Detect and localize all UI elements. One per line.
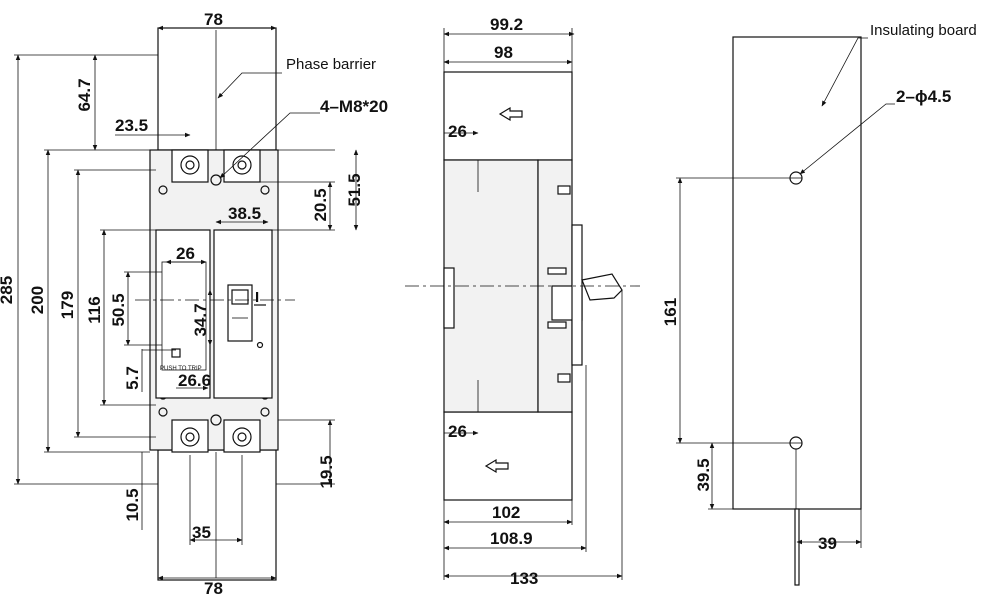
push-to-trip-button[interactable] xyxy=(171,348,181,358)
insulating-board xyxy=(732,36,862,510)
terminal-upper-right xyxy=(223,149,261,183)
dim-overall-depth: 133 xyxy=(510,569,538,588)
dim-terminal-right-total: 51.5 xyxy=(345,173,364,206)
upper-phase-barrier xyxy=(157,27,277,151)
dim-terminal-spacing: 23.5 xyxy=(115,116,148,135)
handle-side[interactable] xyxy=(581,273,623,301)
dim-window-height: 116 xyxy=(85,296,104,323)
hole-spec-label: 2–ϕ4.5 xyxy=(896,87,951,106)
dim-trip-width: 26.6 xyxy=(178,371,211,390)
push-to-trip-label: PUSH TO TRIP xyxy=(160,366,202,372)
dim-window-width: 26 xyxy=(176,244,195,263)
dim-bottom-width: 78 xyxy=(204,579,223,598)
dim-handle-depth: 108.9 xyxy=(490,529,533,548)
dim-bottom-right: 19.5 xyxy=(317,455,336,488)
screw-spec-label: 4–M8*20 xyxy=(320,97,388,116)
terminal-upper-left xyxy=(171,149,209,183)
dim-terminal-pitch: 35 xyxy=(192,523,211,542)
lower-barrier-side xyxy=(443,411,573,501)
board-view: Insulating board 2–ϕ4.5 161 39.5 39 xyxy=(661,22,977,586)
dim-179: 179 xyxy=(58,291,77,319)
dim-hole-spacing: 161 xyxy=(661,298,680,326)
dim-top-outer: 99.2 xyxy=(490,15,523,34)
dim-side-offset: 39 xyxy=(818,534,837,553)
dim-lower-barrier: 26 xyxy=(448,422,467,441)
dim-base-depth: 102 xyxy=(492,503,520,522)
lower-phase-barrier xyxy=(157,449,277,581)
dim-top-offset: 64.7 xyxy=(75,78,94,111)
side-view: 99.2 98 26 26 102 108.9 133 xyxy=(405,15,640,588)
dim-terminal-right-upper: 20.5 xyxy=(311,188,330,221)
dim-cover-width: 38.5 xyxy=(228,204,261,223)
dim-handle-zone: 50.5 xyxy=(109,293,128,326)
dim-bottom-left: 10.5 xyxy=(123,488,142,521)
dim-top-inner: 98 xyxy=(494,43,513,62)
on-mark: I xyxy=(255,289,259,306)
front-view: I PUSH TO TRIP 78 78 285 200 179 116 50.… xyxy=(0,10,388,598)
dim-handle-height: 34.7 xyxy=(191,303,210,336)
dim-top-width: 78 xyxy=(204,10,223,29)
dim-overall-height: 285 xyxy=(0,276,16,304)
dim-trip-offset: 5.7 xyxy=(123,366,142,390)
dim-mount-height: 200 xyxy=(28,286,47,314)
phase-barrier-label: Phase barrier xyxy=(286,56,376,73)
terminal-lower-left xyxy=(171,419,209,453)
terminal-lower-right xyxy=(223,419,261,453)
dim-bottom-offset: 39.5 xyxy=(694,458,713,491)
dim-upper-barrier: 26 xyxy=(448,122,467,141)
insulating-board-label: Insulating board xyxy=(870,22,977,39)
